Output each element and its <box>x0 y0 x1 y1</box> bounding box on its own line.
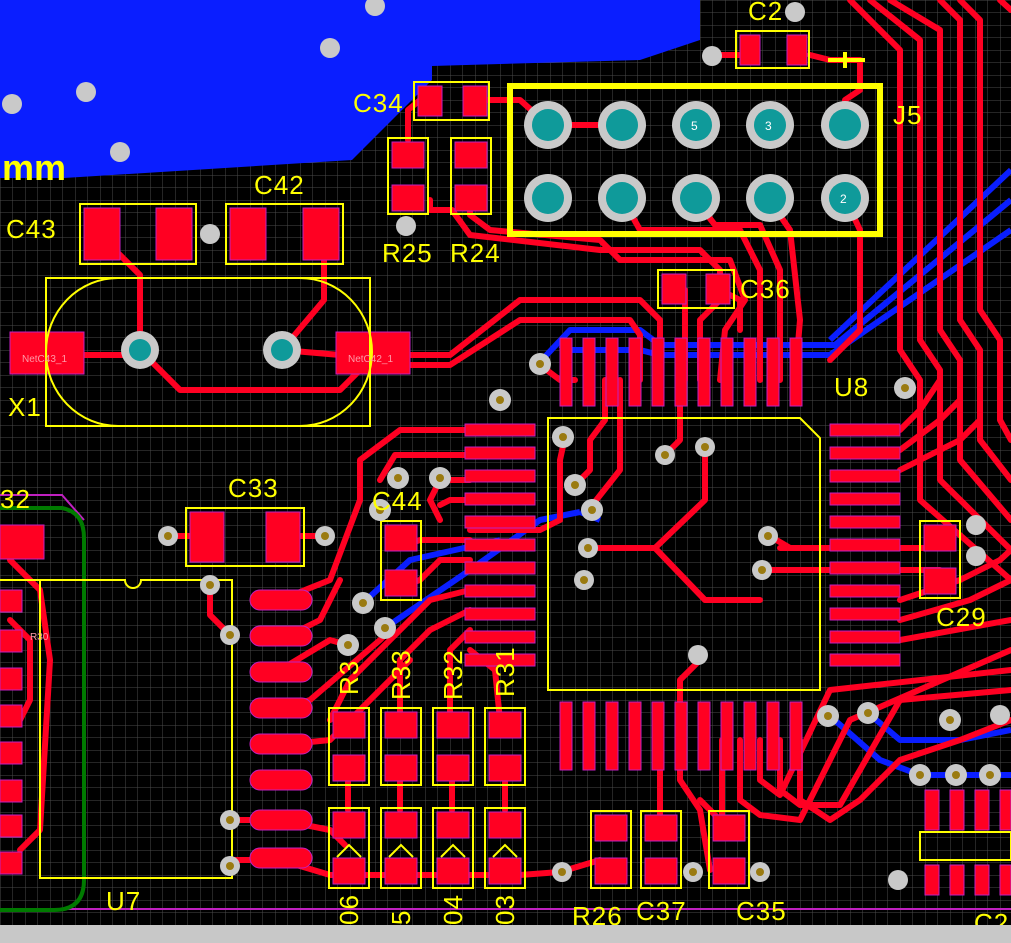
units-label: mm <box>2 147 66 188</box>
designator-d6: 06 <box>334 894 364 925</box>
j5-outline <box>507 83 883 237</box>
designator-u7: U7 <box>106 886 141 916</box>
keepout-line-left <box>0 494 85 521</box>
designator-d4: 04 <box>438 894 468 925</box>
designator-r32: R32 <box>438 649 468 700</box>
designator-left-part: 32 <box>0 484 31 514</box>
designator-c35: C35 <box>736 896 787 926</box>
designator-c42: C42 <box>254 170 305 200</box>
vias[interactable] <box>2 0 1010 890</box>
smd-pads[interactable] <box>0 34 1011 896</box>
designator-d3: 03 <box>490 894 520 925</box>
designator-c37: C37 <box>636 896 687 926</box>
designator-c44: C44 <box>372 486 423 516</box>
status-bar <box>0 925 1011 943</box>
bottom-copper-pour[interactable] <box>0 0 700 178</box>
designator-r31: R31 <box>490 646 520 697</box>
c2-polarity-mark <box>828 52 865 68</box>
designator-j5: J5 <box>893 100 922 130</box>
designator-c2: C2 <box>748 0 783 26</box>
designator-r25: R25 <box>382 238 433 268</box>
j5-pin-3-label: 3 <box>765 119 772 133</box>
designator-r24: R24 <box>450 238 501 268</box>
u7-pads[interactable] <box>249 589 313 869</box>
j5-pin-5-label: 5 <box>691 119 698 133</box>
net-label-c42: NetC42_1 <box>348 354 393 365</box>
net-label-c43: NetC43_1 <box>22 354 67 365</box>
through-hole-pads[interactable] <box>121 101 869 369</box>
net-label-left: R30 <box>30 632 49 643</box>
designator-r33: R33 <box>386 649 416 700</box>
designator-c43: C43 <box>6 214 57 244</box>
silkscreen-outlines <box>0 30 1011 889</box>
designator-d5: 5 <box>386 910 416 925</box>
designator-c36: C36 <box>740 274 791 304</box>
designator-c29: C29 <box>936 602 987 632</box>
designator-c33: C33 <box>228 473 279 503</box>
via-holes <box>164 360 994 876</box>
u8-pads[interactable] <box>464 337 901 771</box>
designator-r3: R3 <box>334 660 364 695</box>
designator-c34: C34 <box>353 88 404 118</box>
designator-x1: X1 <box>8 392 42 422</box>
designator-u8: U8 <box>834 372 869 402</box>
led-chevrons <box>336 843 518 858</box>
board-outline-green <box>0 506 86 912</box>
j5-pin-2-label: 2 <box>840 192 847 206</box>
